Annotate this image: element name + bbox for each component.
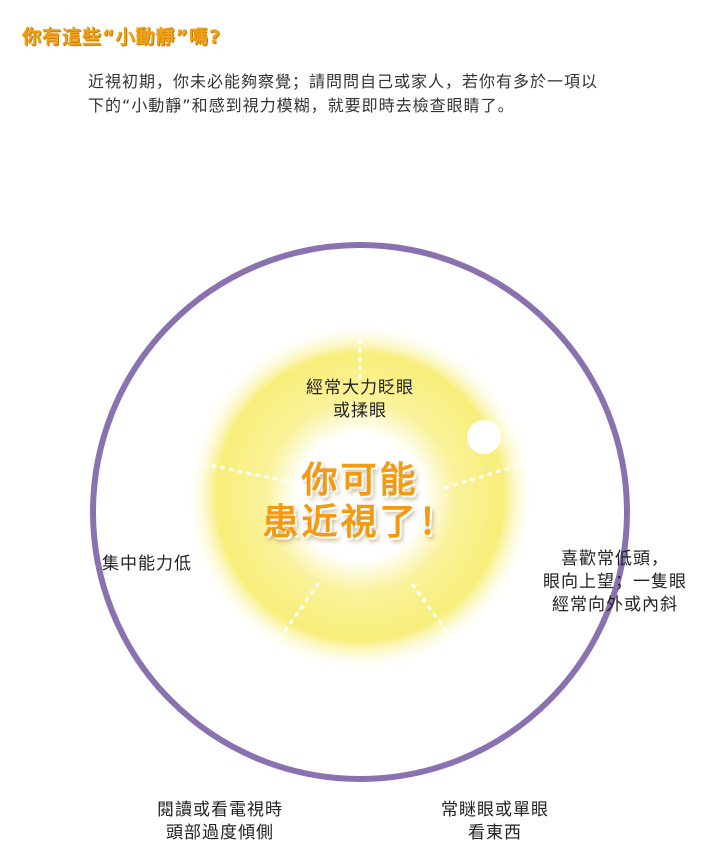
sign-bottom-left-line-1: 閱讀或看電視時 [157, 800, 283, 820]
sign-right-line-2: 眼向上望；一隻眼 [543, 572, 687, 592]
center-line-1: 你可能 [301, 460, 419, 501]
sign-top: 經常大力眨眼 或揉眼 [280, 377, 440, 423]
sign-left: 集中能力低 [102, 553, 192, 576]
sign-right-line-3: 經常向外或內斜 [552, 595, 678, 615]
sign-right-line-1: 喜歡常低頭， [561, 549, 669, 569]
center-message: 你可能 患近視了！ [240, 460, 480, 544]
divider-left [193, 460, 292, 484]
page-heading: 你有這些“小動靜”嗎? [22, 26, 221, 48]
yellow-glow [185, 322, 535, 672]
intro-paragraph: 近視初期，你未必能夠察覺；請問問自己或家人，若你有多於一項以 下的“小動靜”和感… [88, 70, 648, 118]
sign-bottom-right-line-1: 常瞇眼或單眼 [441, 800, 549, 820]
outer-ring [90, 242, 630, 782]
sign-top-line-1: 經常大力眨眼 [306, 378, 414, 398]
sign-bottom-left: 閱讀或看電視時 頭部過度傾側 [125, 799, 315, 845]
dotted-divider-lines [193, 338, 527, 654]
sign-top-line-2: 或揉眼 [333, 401, 387, 421]
intro-line-1: 近視初期，你未必能夠察覺；請問問自己或家人，若你有多於一項以 [88, 72, 599, 91]
intro-line-2: 下的“小動靜”和感到視力模糊，就要即時去檢查眼睛了。 [88, 96, 515, 115]
sign-right: 喜歡常低頭， 眼向上望；一隻眼 經常向外或內斜 [520, 548, 710, 617]
center-line-2: 患近視了！ [262, 502, 458, 543]
sign-bottom-right: 常瞇眼或單眼 看東西 [405, 799, 585, 845]
highlight-dot [467, 420, 501, 454]
sign-bottom-right-line-2: 看東西 [468, 823, 522, 843]
sign-bottom-left-line-2: 頭部過度傾側 [166, 823, 274, 843]
sign-left-line-1: 集中能力低 [102, 554, 192, 574]
